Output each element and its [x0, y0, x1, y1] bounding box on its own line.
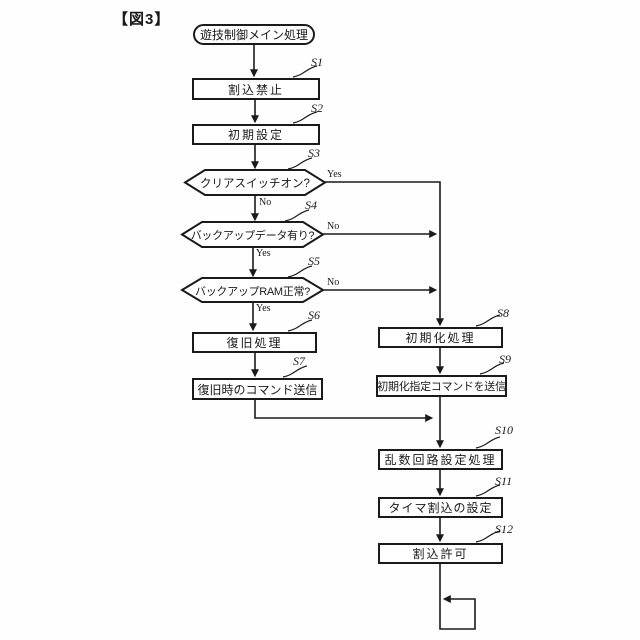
ref-leader-s8	[475, 314, 501, 327]
decision-text-s3: クリアスイッチオン?	[200, 177, 310, 190]
decision-hexagon-s5	[180, 277, 325, 303]
process-box-s1: 割込禁止	[192, 78, 320, 100]
process-label-s6: 復旧処理	[226, 336, 283, 350]
ref-leader-s3	[287, 157, 313, 170]
branch-label-s5-yes: Yes	[256, 303, 271, 314]
decision-hexagon-s4	[180, 221, 325, 248]
decision-label-s4: バックアップデータ有り?	[184, 223, 321, 246]
process-label-s12: 割込許可	[412, 547, 469, 561]
process-box-s12: 割込許可	[378, 543, 503, 564]
step-ref-s11: S11	[495, 474, 513, 488]
ref-leader-s11	[475, 484, 501, 497]
step-ref-s4: S4	[305, 198, 317, 212]
decision-text-s4: バックアップデータ有り?	[190, 229, 315, 242]
branch-label-s4-yes: Yes	[256, 248, 271, 259]
branch-label-s3-no: No	[259, 197, 272, 208]
process-label-s9: 初期化指定コマンドを送信	[377, 381, 506, 393]
process-label-s8: 初期化処理	[405, 331, 476, 345]
start-terminal: 遊技制御メイン処理	[193, 24, 315, 45]
decision-label-s3: クリアスイッチオン?	[187, 171, 323, 194]
process-box-s2: 初期設定	[192, 124, 320, 145]
step-ref-s7: S7	[293, 354, 305, 368]
ref-leader-s6	[287, 319, 313, 332]
process-box-s10: 乱数回路設定処理	[378, 449, 503, 470]
process-label-s10: 乱数回路設定処理	[384, 453, 497, 467]
step-ref-s8: S8	[497, 306, 509, 320]
process-box-s8: 初期化処理	[378, 327, 503, 348]
ref-leader-s10	[475, 436, 501, 449]
ref-leader-s9	[479, 362, 505, 375]
step-ref-s10: S10	[495, 423, 513, 437]
process-label-s11: タイマ割込の設定	[388, 501, 493, 515]
process-box-s11: タイマ割込の設定	[378, 497, 503, 518]
process-label-s7: 復旧時のコマンド送信	[197, 382, 318, 397]
step-ref-s1: S1	[311, 55, 323, 69]
connector-s3-yes-to-s8	[325, 181, 444, 327]
process-box-s7: 復旧時のコマンド送信	[192, 378, 323, 400]
step-ref-s5: S5	[308, 254, 320, 268]
connector-main-loop	[439, 564, 476, 630]
branch-label-s3-yes: Yes	[327, 169, 342, 180]
step-ref-s2: S2	[311, 101, 323, 115]
branch-label-s4-no: No	[327, 221, 340, 232]
process-label-s2: 初期設定	[227, 128, 284, 142]
ref-leader-s12	[475, 530, 501, 543]
step-ref-s12: S12	[495, 522, 513, 536]
branch-label-s5-no: No	[327, 277, 340, 288]
start-terminal-label: 遊技制御メイン処理	[199, 28, 308, 42]
process-label-s1: 割込禁止	[227, 82, 284, 97]
ref-leader-s1	[292, 65, 318, 78]
decision-label-s5: バックアップRAM正常?	[184, 279, 321, 302]
process-box-s9: 初期化指定コマンドを送信	[376, 375, 507, 397]
decision-text-s5: バックアップRAM正常?	[195, 285, 310, 298]
step-ref-s9: S9	[499, 352, 511, 366]
decision-hexagon-s3	[183, 169, 327, 196]
ref-leader-s4	[284, 209, 310, 222]
ref-leader-s2	[292, 111, 318, 124]
step-ref-s6: S6	[308, 308, 320, 322]
process-box-s6: 復旧処理	[192, 332, 317, 353]
step-ref-s3: S3	[308, 146, 320, 160]
ref-leader-s5	[287, 265, 313, 278]
ref-leader-s7	[282, 365, 308, 378]
connector-s7-to-right-column	[254, 400, 434, 422]
figure-label: 【図3】	[113, 11, 171, 28]
